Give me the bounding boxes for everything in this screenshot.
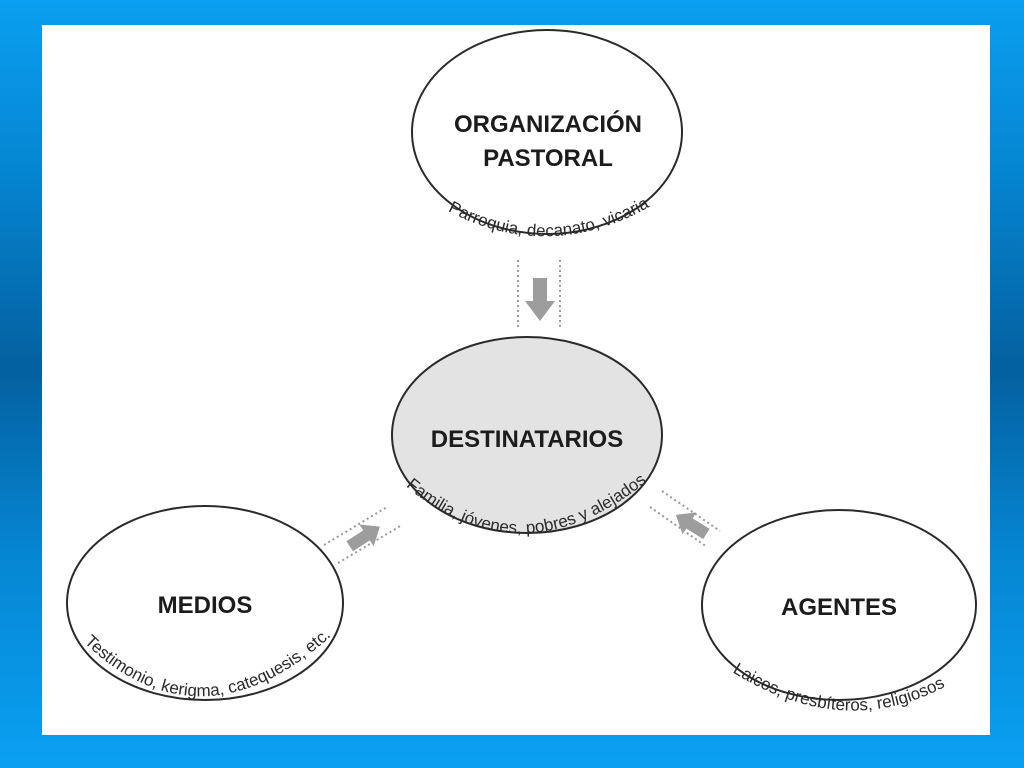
connector-top-center (517, 260, 561, 330)
node-destinatarios: DESTINATARIOS Familia, jóvenes, pobres y… (391, 336, 663, 537)
node-agentes-title: AGENTES (781, 594, 897, 621)
node-medios-ellipse (66, 505, 344, 701)
node-destinatarios-title: DESTINATARIOS (431, 426, 623, 453)
cycle-diagram: ORGANIZACIÓN PASTORAL Parroquia, decanat… (66, 29, 977, 715)
arrow-up-right-icon (346, 524, 380, 552)
node-organizacion-pastoral: ORGANIZACIÓN PASTORAL Parroquia, decanat… (411, 29, 683, 240)
node-agentes: AGENTES Laicos, presbíteros, religiosos (701, 509, 977, 715)
connector-right-center (649, 490, 721, 548)
node-destinatarios-ellipse (391, 336, 663, 534)
arrow-down-icon (525, 278, 555, 321)
node-medios: MEDIOS Testimonio, kerigma, catequesis, … (66, 505, 344, 701)
node-organizacion-pastoral-title-line1: ORGANIZACIÓN (454, 110, 642, 138)
node-organizacion-pastoral-ellipse (411, 29, 683, 235)
connector-left-center (323, 506, 403, 564)
node-organizacion-pastoral-title-line2: PASTORAL (483, 145, 613, 172)
arrow-up-left-icon (675, 512, 710, 540)
node-agentes-ellipse (701, 509, 977, 701)
slide-canvas: ORGANIZACIÓN PASTORAL Parroquia, decanat… (42, 25, 990, 735)
node-medios-title: MEDIOS (158, 592, 253, 619)
